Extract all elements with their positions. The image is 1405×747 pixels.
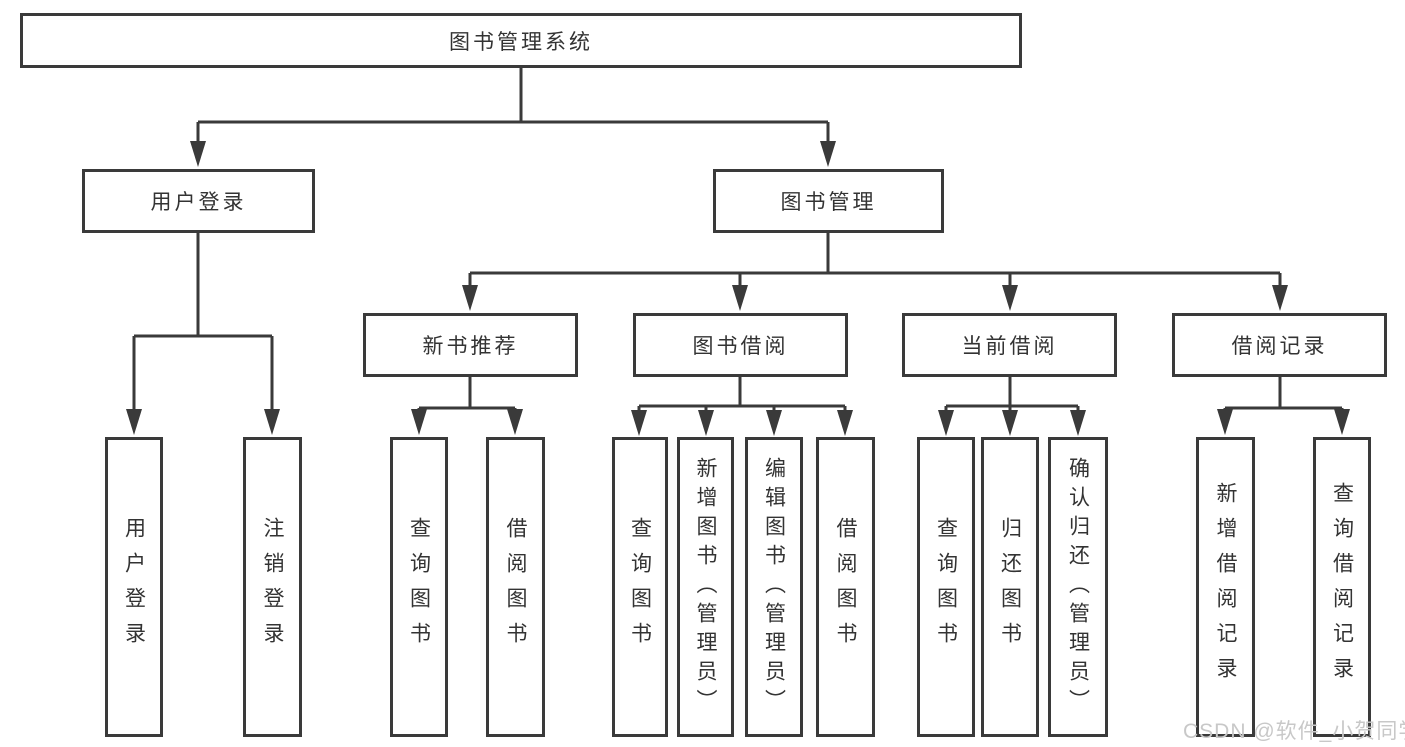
connector-path	[417, 376, 517, 412]
node-book-borrow: 图书借阅	[633, 313, 848, 377]
arrowhead	[507, 409, 523, 435]
arrowhead	[1002, 285, 1018, 311]
arrowhead	[1002, 410, 1018, 436]
arrowhead	[1217, 409, 1233, 435]
leaf-add-book-admin: 新增图书（管理员）	[677, 437, 734, 737]
connector-path	[196, 67, 830, 145]
leaf-query-book: 查询图书	[612, 437, 668, 737]
node-library-system: 图书管理系统	[20, 13, 1022, 68]
node-borrow-record: 借阅记录	[1172, 313, 1387, 377]
arrowhead	[1334, 409, 1350, 435]
leaf-borrow-book: 借阅图书	[486, 437, 545, 737]
arrowhead	[411, 409, 427, 435]
arrowhead	[126, 409, 142, 435]
connector-path	[1223, 376, 1344, 412]
arrowhead	[1272, 285, 1288, 311]
arrowheads	[126, 141, 1350, 436]
arrowhead	[837, 410, 853, 436]
leaf-query-borrow-record: 查询借阅记录	[1313, 437, 1371, 737]
node-book-management: 图书管理	[713, 169, 944, 233]
arrowhead	[766, 410, 782, 436]
node-current-borrow: 当前借阅	[902, 313, 1117, 377]
arrowhead	[190, 141, 206, 167]
connector-path	[468, 231, 1282, 289]
leaf-query-book: 查询图书	[917, 437, 975, 737]
leaf-edit-book-admin: 编辑图书（管理员）	[745, 437, 803, 737]
connector-path	[944, 376, 1080, 412]
node-user-login: 用户登录	[82, 169, 315, 233]
leaf-confirm-return-admin: 确认归还（管理员）	[1048, 437, 1108, 737]
csdn-watermark: CSDN @软件_小贺同学	[1183, 720, 1405, 743]
arrowhead	[732, 285, 748, 311]
connector-lines	[132, 67, 1344, 413]
leaf-add-borrow-record: 新增借阅记录	[1196, 437, 1255, 737]
arrowhead	[1070, 410, 1086, 436]
node-new-book-recommend: 新书推荐	[363, 313, 578, 377]
leaf-logout-login: 注销登录	[243, 437, 302, 737]
leaf-borrow-book: 借阅图书	[816, 437, 875, 737]
leaf-return-book: 归还图书	[981, 437, 1039, 737]
arrowhead	[462, 285, 478, 311]
leaf-query-book: 查询图书	[390, 437, 448, 737]
leaf-user-login: 用户登录	[105, 437, 163, 737]
connector-path	[637, 376, 847, 412]
arrowhead	[698, 410, 714, 436]
connector-path	[132, 232, 274, 413]
arrowhead	[938, 410, 954, 436]
arrowhead	[631, 410, 647, 436]
arrowhead	[820, 141, 836, 167]
arrowhead	[264, 409, 280, 435]
